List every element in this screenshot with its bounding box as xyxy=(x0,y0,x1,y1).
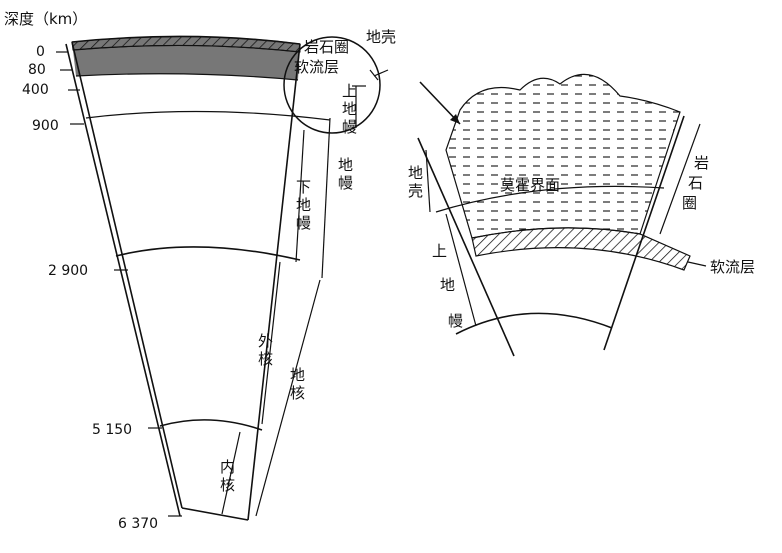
inset-asthenosphere-leader xyxy=(687,261,707,267)
inner-outer-core-boundary xyxy=(159,419,263,431)
tick-label-0: 0 xyxy=(36,44,45,60)
mantle-range-arrow xyxy=(321,117,331,279)
inset-label-lithosphere-2: 石 xyxy=(688,174,703,192)
inset-upper-mantle-range-arrow xyxy=(445,213,477,327)
magnifier xyxy=(283,36,461,134)
inset-label-crust-1: 地 xyxy=(408,164,423,182)
label-core-1: 地 xyxy=(290,366,305,384)
inset-left-edge xyxy=(417,137,515,357)
inset-label-lithosphere-1: 岩 xyxy=(694,154,709,172)
earth-wedge xyxy=(71,35,331,521)
inset-label-moho: 莫霍界面 xyxy=(500,176,560,194)
upper-mantle-boundary-inset xyxy=(455,312,613,335)
depth-axis-line xyxy=(65,43,181,517)
depth-axis: 深度（km） 0 80 400 900 2 900 5 150 6 370 xyxy=(4,10,182,532)
upper-mantle-boundary xyxy=(85,110,331,121)
label-upper-mantle-1: 上 xyxy=(342,82,357,100)
label-core-2: 核 xyxy=(290,384,305,402)
wedge-left-edge xyxy=(71,41,183,509)
tick-label-5150: 5 150 xyxy=(92,422,132,438)
asthenosphere-band-inset xyxy=(471,227,691,271)
crust-tick-2 xyxy=(369,69,379,81)
inset-label-crust-2: 壳 xyxy=(408,182,423,200)
label-inner-core-2: 核 xyxy=(220,476,235,494)
label-lower-mantle-2: 地 xyxy=(296,196,311,214)
main-labels: 地壳 岩石圈 软流层 上 地 幔 地 幔 下 地 幔 外 核 地 核 内 核 xyxy=(220,28,396,517)
tick-label-6370: 6 370 xyxy=(118,516,158,532)
label-outer-core-2: 核 xyxy=(258,350,273,368)
label-lithosphere: 岩石圈 xyxy=(304,38,349,56)
tick-label-400: 400 xyxy=(22,82,49,98)
inset-right-edge xyxy=(603,115,685,351)
wedge-center xyxy=(181,507,249,521)
moho-boundary xyxy=(435,185,665,213)
tick-label-80: 80 xyxy=(28,62,46,78)
surface-boundary xyxy=(71,35,301,45)
inset-lithosphere-range-arrow xyxy=(659,123,701,235)
asthenosphere-lower-boundary xyxy=(75,73,299,81)
label-lower-mantle-3: 幔 xyxy=(296,214,311,232)
core-mantle-boundary xyxy=(115,246,301,261)
tick-label-900: 900 xyxy=(32,118,59,134)
inset-label-asthenosphere: 软流层 xyxy=(710,258,755,276)
lithosphere-boundary xyxy=(72,44,301,53)
label-outer-core-1: 外 xyxy=(258,332,273,350)
label-lower-mantle-1: 下 xyxy=(296,178,311,196)
inset-label-upper-mantle-1: 上 xyxy=(432,242,447,260)
tick-label-2900: 2 900 xyxy=(48,263,88,279)
lower-mantle-range-arrow xyxy=(295,129,305,263)
crust-tick xyxy=(373,69,389,77)
label-mantle-1: 地 xyxy=(338,156,353,174)
inset-crust-range-arrow xyxy=(425,149,431,213)
magnifier-circle xyxy=(283,36,381,134)
inset-label-upper-mantle-2: 地 xyxy=(440,276,455,294)
inner-core-range-arrow xyxy=(221,431,241,515)
label-upper-mantle-2: 地 xyxy=(342,100,357,118)
crust-region xyxy=(445,73,681,239)
label-asthenosphere: 软流层 xyxy=(294,58,339,76)
outer-core-range-arrow xyxy=(261,261,281,425)
inset-detail: 地 壳 上 地 幔 莫霍界面 岩 石 圈 软流层 xyxy=(408,73,755,357)
depth-axis-title: 深度（km） xyxy=(4,10,87,28)
label-crust: 地壳 xyxy=(366,28,396,46)
core-range-arrow xyxy=(255,279,321,517)
label-upper-mantle-3: 幔 xyxy=(342,118,357,136)
label-mantle-2: 幔 xyxy=(338,174,353,192)
wedge-right-edge xyxy=(247,43,301,521)
inset-label-lithosphere-3: 圈 xyxy=(682,194,697,212)
inset-label-upper-mantle-3: 幔 xyxy=(448,312,463,330)
